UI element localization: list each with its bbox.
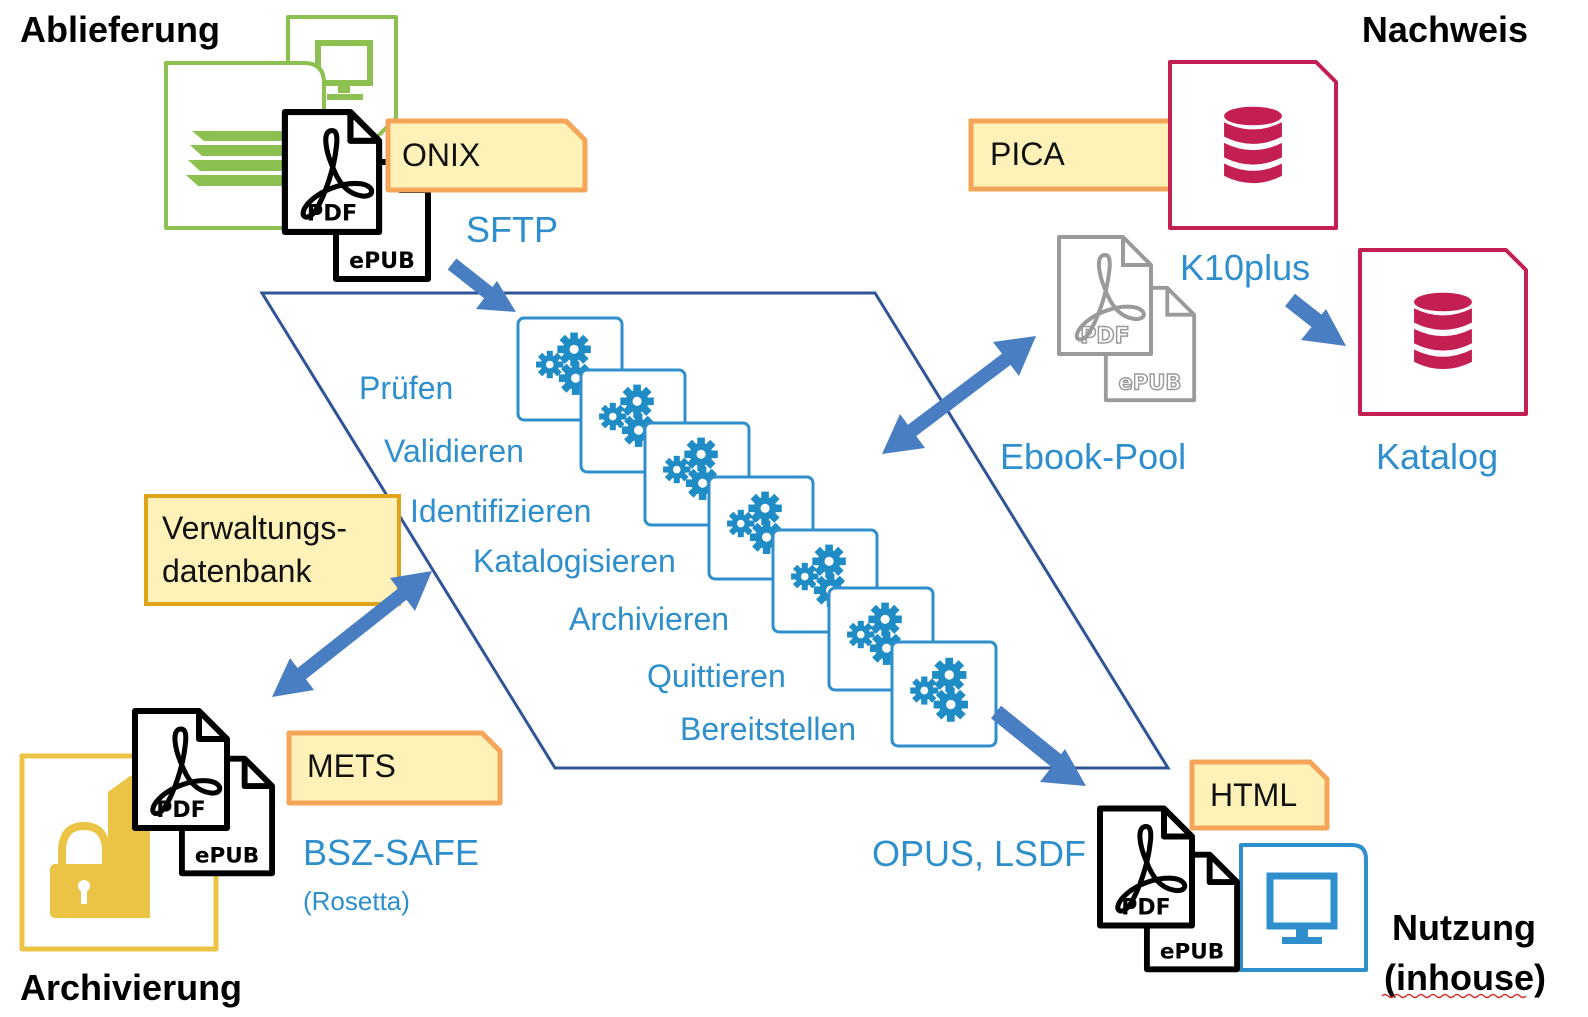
note-html-label: HTML [1210, 777, 1297, 813]
note-pica: PICA [968, 118, 1179, 192]
note-onix-label: ONIX [402, 137, 480, 173]
padlock-icon [50, 821, 118, 918]
label-sftp: SFTP [466, 209, 558, 250]
step-label-5: Archivieren [569, 601, 729, 637]
ebook-pool-docs [1057, 235, 1197, 403]
catalog-database-card [1358, 248, 1528, 416]
note-admin-db-line2: datenbank [162, 553, 312, 589]
heading-usage-line1: Nutzung [1392, 907, 1536, 948]
step-label-1: Prüfen [359, 370, 453, 406]
pdf-icon [285, 112, 379, 232]
arrow-process-to-opus [990, 705, 1086, 786]
label-catalog: Katalog [1376, 436, 1498, 477]
arrow-sftp-to-process [447, 258, 516, 312]
label-rosetta: (Rosetta) [303, 886, 410, 916]
step-label-2: Validieren [384, 433, 524, 469]
step-label-3: Identifizieren [410, 493, 591, 529]
note-onix: ONIX [385, 118, 588, 193]
note-html: HTML [1189, 759, 1330, 831]
arrow-process-ebook-pool [882, 336, 1036, 454]
heading-archiving: Archivierung [20, 967, 242, 1008]
k10plus-database-card [1168, 60, 1338, 230]
gear-card-7 [890, 640, 998, 748]
step-label-7: Bereitstellen [680, 711, 856, 747]
pdf-icon [135, 711, 227, 828]
note-mets-label: METS [307, 748, 396, 784]
process-steps: Prüfen Validieren Identifizieren Katalog… [359, 316, 998, 748]
label-bsz-safe: BSZ-SAFE [303, 832, 479, 873]
arrow-k10plus-to-catalog [1285, 293, 1346, 346]
label-ebook-pool: Ebook-Pool [1000, 436, 1186, 477]
pdf-icon [1057, 235, 1153, 356]
monitor-card [1239, 843, 1368, 972]
note-admin-db-line1: Verwaltungs- [162, 510, 347, 546]
step-label-6: Quittieren [647, 658, 786, 694]
monitor-icon [1266, 872, 1338, 944]
note-pica-label: PICA [990, 136, 1065, 172]
heading-delivery: Ablieferung [20, 9, 220, 50]
note-admin-db: Verwaltungs- datenbank [144, 494, 401, 606]
label-k10plus: K10plus [1180, 247, 1310, 288]
processing-parallelogram [259, 291, 1171, 770]
spellcheck-underline [1381, 993, 1527, 999]
arrow-admin-process-archive [272, 571, 432, 697]
label-opus-lsdf: OPUS, LSDF [872, 833, 1086, 874]
pdf-icon [1100, 809, 1192, 926]
step-label-4: Katalogisieren [473, 543, 676, 579]
note-mets: METS [286, 730, 503, 806]
heading-usage-line2: (inhouse) [1384, 957, 1546, 998]
delivery-cluster: ONIX [164, 15, 588, 279]
heading-proof: Nachweis [1362, 9, 1528, 50]
